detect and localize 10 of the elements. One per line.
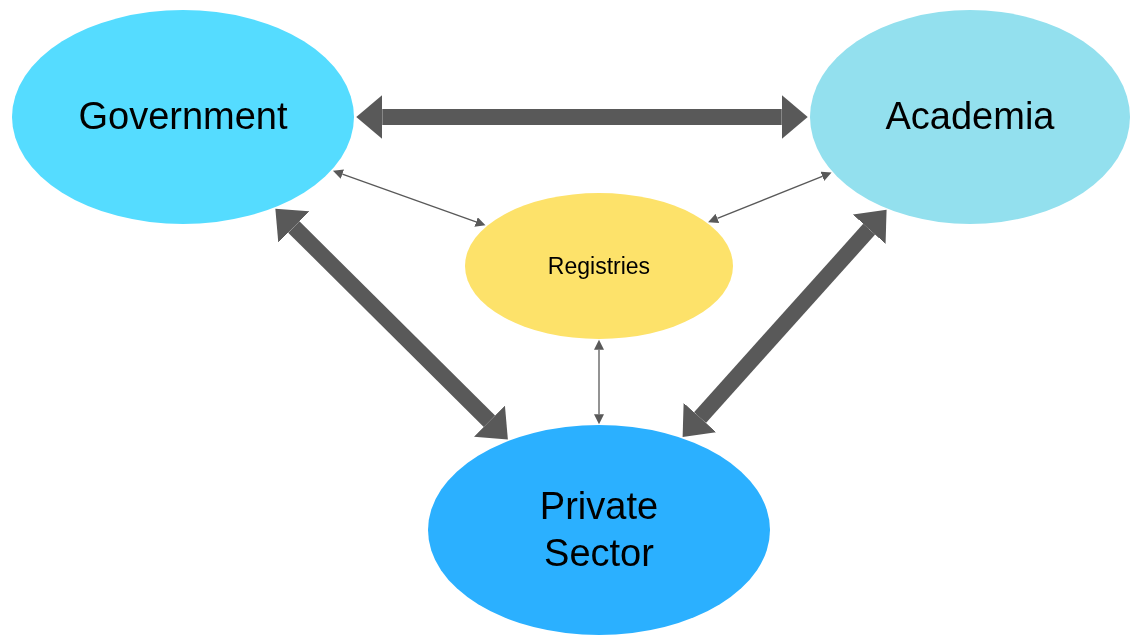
double-arrow [682,209,887,437]
thin-arrow [594,339,604,425]
thin-arrow [332,169,486,227]
node-label: Private Sector [538,483,660,576]
node-label: Government [78,94,288,140]
thin-arrow [708,171,832,224]
double-arrow [275,208,508,440]
node-label: Registries [547,251,651,281]
double-arrow [356,95,808,139]
node-label: Academia [885,94,1055,140]
